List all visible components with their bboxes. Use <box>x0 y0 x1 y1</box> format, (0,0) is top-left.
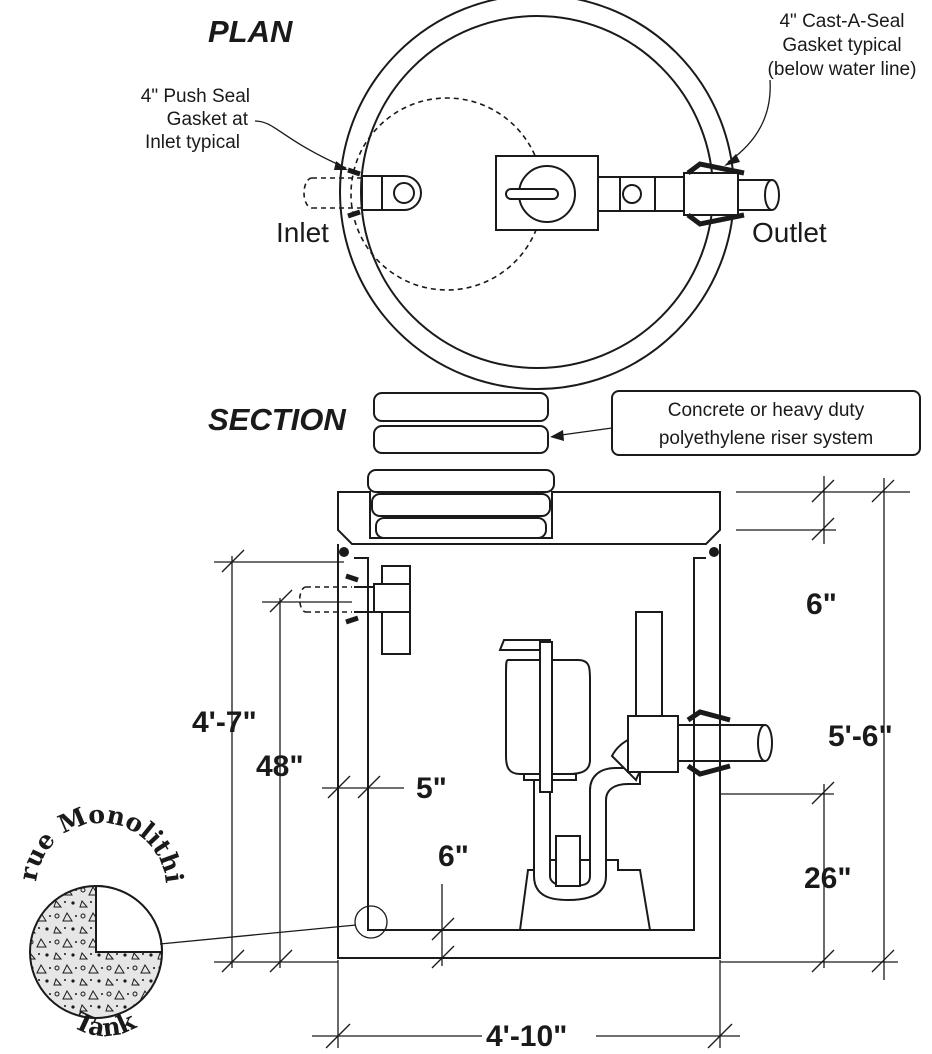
plan-inlet-pipe <box>303 167 422 219</box>
riser-callout: Concrete or heavy duty polyethylene rise… <box>550 390 921 456</box>
dim-outlet-height: 26" <box>804 862 852 895</box>
dim-inlet-height: 4'-7" <box>192 706 257 739</box>
riser-system <box>367 392 555 539</box>
plan-pump-assembly <box>495 155 780 231</box>
badge-cutaway-quadrant <box>95 884 164 953</box>
cast-seal-note-line-1: 4" Cast-A-Seal <box>779 11 904 32</box>
dim-overall-width: 4'-10" <box>486 1020 567 1053</box>
dim-lid-thickness: 6" <box>806 588 837 621</box>
plan-view: PLAN Inlet Outlet <box>141 0 916 390</box>
corner-detail-marker <box>354 905 388 939</box>
section-view: SECTION Concrete or heavy duty polyethyl… <box>192 390 921 1053</box>
riser-note-line-2: polyethylene riser system <box>659 428 873 449</box>
dim-inlet-invert: 48" <box>256 750 304 783</box>
plan-outlet-label: Outlet <box>752 217 827 248</box>
cast-a-seal-gasket-note: 4" Cast-A-Seal Gasket typical (below wat… <box>724 11 916 166</box>
tank-lid <box>337 491 721 545</box>
dim-wall-thickness: 5" <box>416 772 447 805</box>
plan-title: PLAN <box>208 14 293 49</box>
cast-seal-arrowhead <box>724 154 740 166</box>
badge-leader-line <box>159 924 357 945</box>
push-seal-gasket-note: 4" Push Seal Gasket at Inlet typical <box>141 86 348 170</box>
dimension-lines <box>214 476 910 1049</box>
push-seal-leader <box>254 120 347 169</box>
section-title: SECTION <box>208 402 346 437</box>
cast-seal-leader <box>727 79 771 163</box>
push-seal-note-line-2: Gasket at <box>167 109 249 130</box>
push-seal-note-line-3: Inlet typical <box>145 132 240 153</box>
cast-seal-note-line-3: (below water line) <box>768 59 917 80</box>
section-pump-assembly <box>498 611 773 931</box>
riser-note-line-1: Concrete or heavy duty <box>668 400 865 421</box>
push-seal-note-line-1: 4" Push Seal <box>141 86 250 107</box>
dim-overall-height: 5'-6" <box>828 720 893 753</box>
section-inlet-pipe <box>298 565 411 655</box>
cast-seal-note-line-2: Gasket typical <box>782 35 901 56</box>
plan-inlet-label: Inlet <box>276 217 329 248</box>
push-seal-arrowhead <box>334 161 348 170</box>
dim-floor-thickness: 6" <box>438 840 469 873</box>
true-monolithic-tank-badge: True Monolithic Tank <box>0 0 357 1043</box>
